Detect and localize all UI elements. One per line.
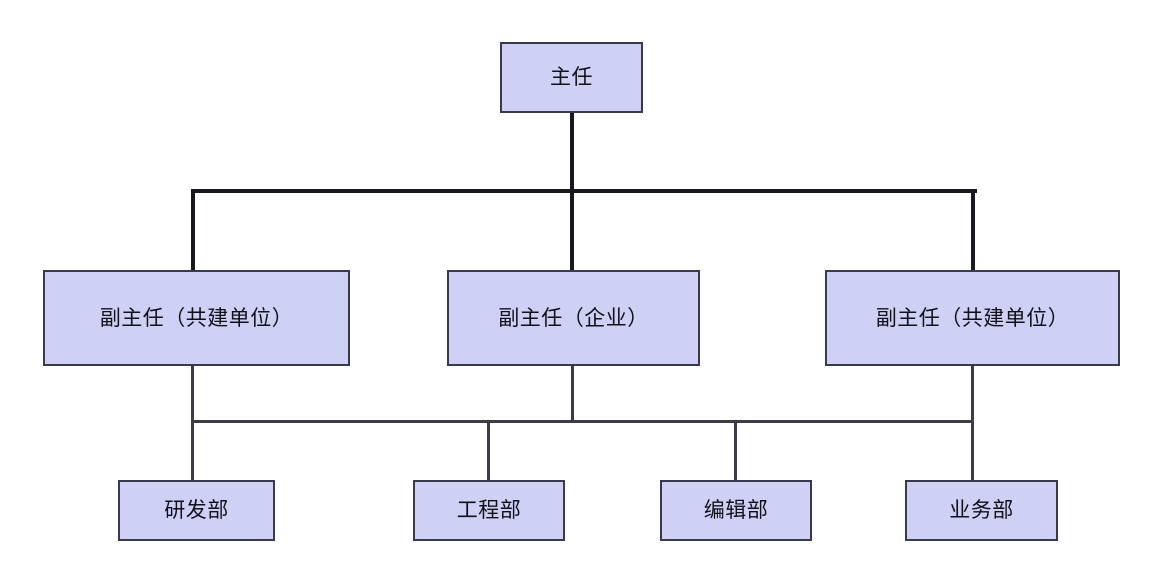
node-department-rd-label: 研发部 [164,498,229,522]
node-director-label: 主任 [550,65,593,89]
connector-deputy-left-down [191,365,194,423]
connector-bus-to-dept-edit [734,420,737,480]
connector-bus-to-deputy-left [191,189,195,272]
node-department-business-label: 业务部 [949,498,1014,522]
node-department-business[interactable]: 业务部 [905,480,1058,541]
connector-bus-to-dept-business [971,420,974,480]
node-deputy-director-coop-right-label: 副主任（共建单位） [875,305,1070,330]
node-director[interactable]: 主任 [500,42,643,113]
connector-bus-to-dept-rd [191,420,194,480]
node-deputy-director-enterprise-label: 副主任（企业） [498,305,649,330]
node-department-editorial-label: 编辑部 [703,498,769,522]
node-department-engineering[interactable]: 工程部 [413,480,565,541]
connector-horizontal-bus-level2 [191,189,977,193]
node-deputy-director-coop-left[interactable]: 副主任（共建单位） [43,270,350,366]
node-deputy-director-coop-left-label: 副主任（共建单位） [99,305,294,330]
connector-deputy-middle-down [571,365,574,423]
node-department-engineering-label: 工程部 [456,498,522,522]
node-deputy-director-enterprise[interactable]: 副主任（企业） [447,270,700,366]
node-deputy-director-coop-right[interactable]: 副主任（共建单位） [825,270,1120,366]
connector-deputy-right-down [971,365,974,423]
connector-bus-to-dept-eng [487,420,490,480]
node-department-rd[interactable]: 研发部 [118,480,275,541]
connector-director-to-bus [570,113,574,193]
node-department-editorial[interactable]: 编辑部 [660,480,812,541]
connector-bus-to-deputy-right [971,189,975,272]
connector-horizontal-bus-level3 [191,420,974,423]
connector-bus-to-deputy-middle [570,189,574,272]
